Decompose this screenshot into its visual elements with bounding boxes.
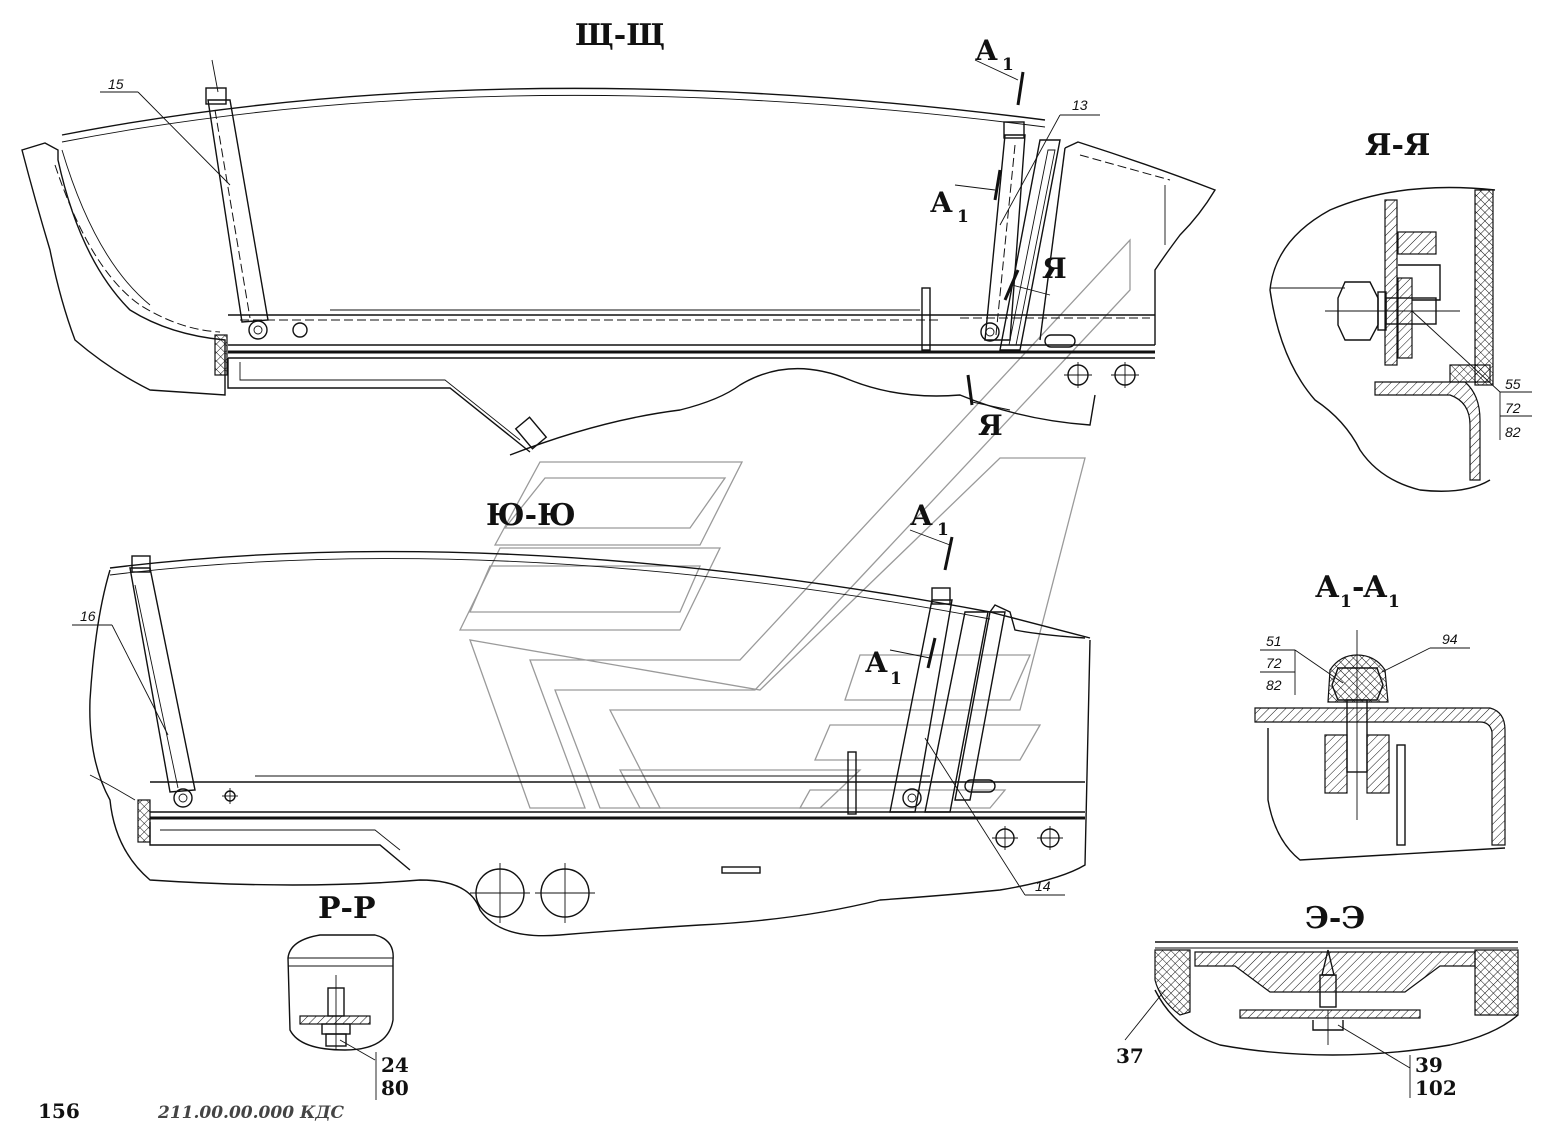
- section-yu: Ю-Ю: [72, 498, 1091, 937]
- section-title-yu: Ю-Ю: [486, 498, 576, 533]
- section-title-r: Р-Р: [318, 891, 376, 926]
- section-title-a1-left-sub: 1: [1340, 592, 1352, 612]
- cut-marker-a1-top-sub: 1: [1002, 55, 1014, 75]
- section-title-shch: Щ-Щ: [575, 18, 665, 53]
- callout-15: 15: [108, 76, 124, 92]
- callout-82-ya: 82: [1505, 424, 1521, 440]
- section-title-ya: Я-Я: [1365, 128, 1430, 163]
- callout-94: 94: [1442, 631, 1458, 647]
- callout-55: 55: [1505, 376, 1521, 392]
- callout-72-ya: 72: [1505, 400, 1521, 416]
- section-title-a1-right: А: [1363, 570, 1388, 605]
- section-title-a1-right-sub: 1: [1388, 592, 1400, 612]
- section-shch: Щ-Щ: [21, 18, 1217, 456]
- callout-39: 39: [1415, 1053, 1443, 1077]
- cut-marker-a1-yu-mid-sub: 1: [890, 669, 902, 689]
- cut-marker-a1-yu-top: А: [910, 499, 933, 532]
- watermark-logo: [458, 238, 1131, 809]
- callout-80: 80: [381, 1076, 409, 1100]
- section-title-e: Э-Э: [1305, 901, 1365, 936]
- callout-24: 24: [381, 1053, 409, 1077]
- page-number: 156: [38, 1099, 80, 1123]
- section-e: Э-Э 37 39 102: [1116, 901, 1519, 1100]
- cut-marker-a1-mid-sub: 1: [957, 207, 969, 227]
- cut-marker-ya-bottom: Я: [978, 409, 1003, 442]
- section-ya: Я-Я 55 72 82: [1269, 128, 1532, 492]
- callout-102: 102: [1415, 1076, 1457, 1100]
- svg-text:-: -: [1352, 570, 1364, 605]
- section-title-a1-left: А: [1315, 570, 1340, 605]
- cut-marker-a1-yu-top-sub: 1: [937, 520, 949, 540]
- cut-marker-a1-mid: А: [930, 186, 953, 219]
- callout-14: 14: [1035, 878, 1051, 894]
- cut-marker-ya-top: Я: [1042, 252, 1067, 285]
- callout-82-a1: 82: [1266, 677, 1282, 693]
- callout-37: 37: [1116, 1044, 1144, 1068]
- callout-51: 51: [1266, 633, 1282, 649]
- section-r: Р-Р 24 80: [287, 891, 409, 1100]
- callout-72-a1: 72: [1266, 655, 1282, 671]
- callout-16: 16: [80, 608, 96, 624]
- section-a1: А 1 - А 1 51 72 82 94: [1254, 570, 1506, 861]
- cut-marker-a1-yu-mid: А: [865, 646, 888, 679]
- document-code: 211.00.00.000 КДС: [157, 1103, 345, 1123]
- cut-marker-a1-top: А: [975, 34, 998, 67]
- callout-13: 13: [1072, 97, 1088, 113]
